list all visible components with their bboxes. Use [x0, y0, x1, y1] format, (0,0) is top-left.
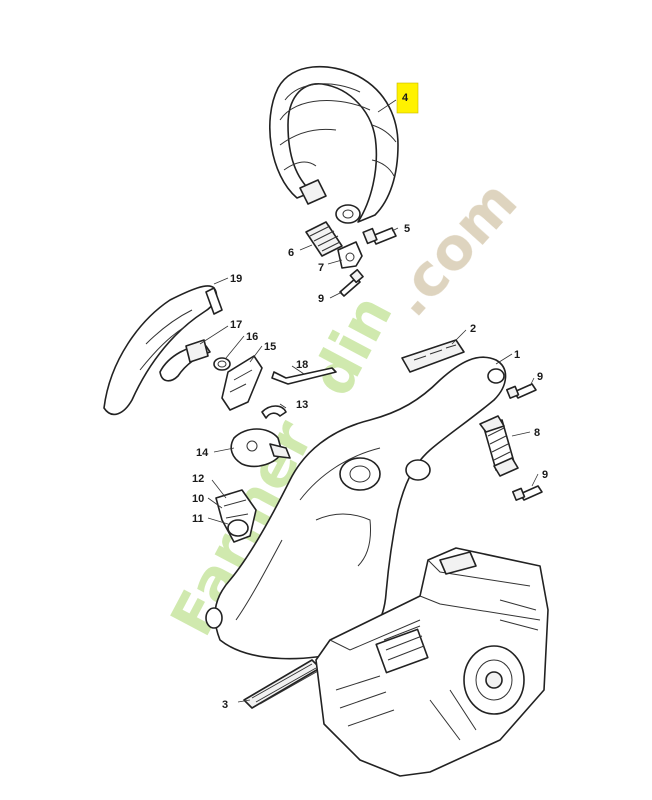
callout-9-middle: 9 [537, 371, 543, 383]
grid-plate-part [243, 659, 321, 709]
callout-1: 1 [514, 349, 520, 361]
label-plate-part [401, 339, 465, 373]
callout-9-bottom: 9 [542, 469, 548, 481]
throttle-rod-part [271, 367, 337, 385]
switch-assembly-part [215, 489, 257, 543]
bracket-part [337, 241, 363, 269]
callout-9-top: 9 [318, 293, 324, 305]
callout-13: 13 [296, 399, 308, 411]
clip-part [261, 405, 287, 419]
callouts: 4 5 6 7 9 19 17 16 15 18 2 1 9 13 14 8 9… [192, 82, 548, 711]
screw-part-9c [511, 485, 543, 501]
callout-5: 5 [404, 223, 410, 235]
engine-housing-part [315, 547, 549, 777]
spring-part [305, 221, 343, 257]
small-spring-part [213, 357, 231, 371]
leader-lines [199, 99, 539, 703]
callout-14: 14 [196, 447, 209, 459]
callout-16: 16 [246, 331, 258, 343]
av-spring-part [479, 415, 519, 477]
handle-cover-part [103, 285, 223, 416]
callout-19: 19 [230, 273, 242, 285]
screw-part-9b [505, 383, 537, 399]
callout-3: 3 [222, 699, 228, 711]
control-lever-part [230, 428, 291, 468]
callout-11: 11 [192, 513, 204, 525]
watermark-text-c: .com [375, 167, 530, 329]
screw-part-9a [339, 268, 364, 297]
handle-housing-part [205, 356, 507, 660]
callout-18: 18 [296, 359, 308, 371]
callout-10: 10 [192, 493, 204, 505]
interlock-lever-part [221, 355, 263, 411]
screw-part-5 [362, 227, 397, 245]
watermark-text-b: din [297, 284, 405, 407]
callout-8: 8 [534, 427, 540, 439]
callout-6: 6 [288, 247, 294, 259]
callout-4-highlight [396, 82, 419, 114]
callout-15: 15 [264, 341, 276, 353]
callout-4: 4 [402, 92, 409, 104]
callout-12: 12 [192, 473, 204, 485]
front-handle-part [269, 65, 399, 224]
throttle-trigger-part [159, 339, 211, 382]
callout-2: 2 [470, 323, 476, 335]
callout-7: 7 [318, 262, 324, 274]
callout-17: 17 [230, 319, 242, 331]
